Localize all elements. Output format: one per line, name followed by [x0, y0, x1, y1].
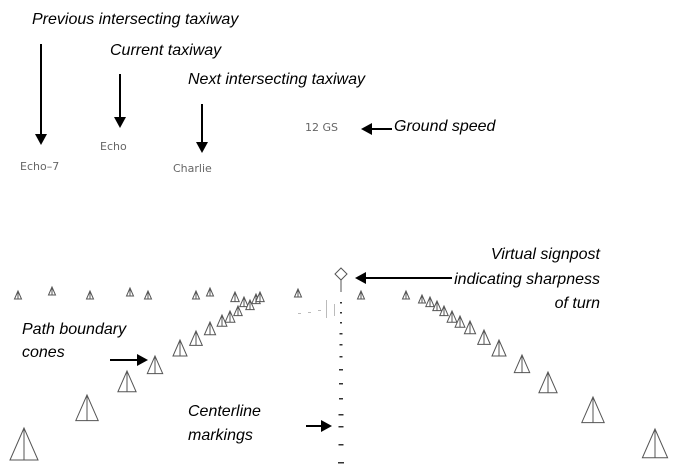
signpost-annotation-line1: Virtual signpost: [491, 246, 601, 263]
cone-icon: [216, 313, 228, 327]
path-boundary-cones: [9, 285, 669, 461]
cones-annotation-line2: cones: [22, 344, 65, 361]
centerline-mark: [339, 369, 343, 371]
cone-icon: [188, 329, 204, 346]
ground-speed-annotation: Ground speed: [394, 118, 497, 135]
cone-icon: [491, 338, 507, 357]
cone-icon: [401, 289, 411, 300]
next-taxiway-annotation: Next intersecting taxiway: [188, 71, 366, 88]
cone-icon: [425, 295, 435, 308]
previous-taxiway-annotation: Previous intersecting taxiway: [32, 11, 239, 28]
centerline-mark: [338, 414, 344, 416]
cone-icon: [9, 426, 39, 461]
cone-icon: [476, 328, 492, 345]
cone-icon: [432, 299, 442, 312]
centerline-mark: [340, 302, 342, 304]
centerline-mark: [339, 398, 343, 400]
cone-icon: [47, 285, 57, 296]
cone-icon: [581, 395, 605, 424]
cones-annotation-line1: Path boundary: [22, 321, 127, 338]
cone-icon: [417, 293, 427, 304]
current-taxiway-annotation: Current taxiway: [110, 42, 222, 59]
cone-icon: [446, 309, 458, 323]
centerline-mark: [338, 444, 344, 446]
current-taxiway-name: Echo: [100, 140, 127, 153]
arrow-previous-taxiway: [35, 44, 47, 145]
arrow-ground-speed: [361, 123, 392, 135]
arrow-signpost: [355, 272, 452, 284]
cone-icon: [85, 289, 95, 300]
centerline-mark: [340, 312, 342, 314]
signpost-annotation-line3: of turn: [555, 295, 600, 312]
previous-taxiway-name: Echo–7: [20, 160, 59, 173]
cone-icon: [205, 286, 215, 297]
centerline-markings: [338, 302, 344, 464]
cone-icon: [172, 338, 188, 357]
cone-icon: [641, 427, 669, 459]
cone-icon: [125, 286, 135, 297]
cone-icon: [454, 314, 466, 328]
arrow-current-taxiway: [114, 74, 126, 128]
cone-icon: [439, 304, 449, 317]
cone-icon: [146, 354, 164, 375]
cone-icon: [245, 298, 255, 311]
cone-icon: [513, 353, 531, 374]
centerline-mark: [339, 333, 343, 335]
cone-icon: [203, 320, 217, 336]
ground-speed-value: 12 GS: [305, 121, 338, 134]
cone-icon: [255, 290, 265, 303]
centerline-mark: [338, 462, 344, 464]
cone-icon: [538, 370, 558, 394]
centerline-mark: [338, 426, 344, 428]
cone-icon: [293, 287, 303, 298]
cone-icon: [356, 289, 366, 300]
virtual-signpost-icon: [334, 267, 348, 292]
centerline-mark: [339, 383, 343, 385]
centerline-mark: [339, 344, 343, 346]
cone-icon: [191, 289, 201, 300]
cone-icon: [143, 289, 153, 300]
centerline-mark: [340, 322, 342, 324]
cone-icon: [13, 289, 23, 300]
cone-icon: [463, 319, 477, 335]
centerline-annotation-line2: markings: [188, 427, 253, 444]
arrow-centerline: [306, 420, 332, 432]
centerline-annotation-line1: Centerline: [188, 403, 261, 420]
cone-icon: [233, 304, 243, 317]
arrow-cones: [110, 354, 148, 366]
centerline-mark: [339, 356, 343, 358]
arrow-next-taxiway: [196, 104, 208, 153]
centerline-faint-marks: [298, 300, 335, 318]
signpost-annotation-line2: indicating sharpness: [454, 271, 600, 288]
cone-icon: [75, 393, 99, 422]
arrows: [35, 44, 452, 432]
cone-icon: [117, 369, 137, 393]
cone-icon: [230, 290, 240, 303]
next-taxiway-name: Charlie: [173, 162, 212, 175]
cone-icon: [239, 295, 249, 308]
cone-icon: [224, 309, 236, 323]
